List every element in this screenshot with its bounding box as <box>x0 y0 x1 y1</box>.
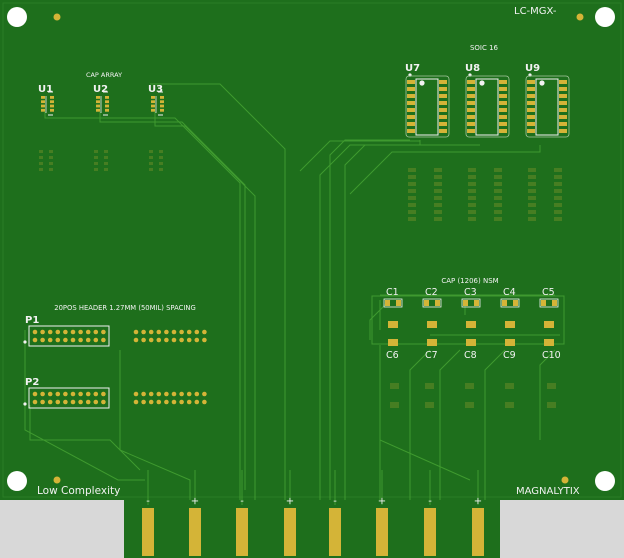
cap-array-title: CAP ARRAY <box>86 71 122 79</box>
svg-text:C8: C8 <box>464 350 477 361</box>
svg-text:C4: C4 <box>503 287 516 298</box>
svg-text:P1: P1 <box>25 315 39 326</box>
svg-text:-: - <box>146 496 150 507</box>
edge-finger: - <box>329 496 341 556</box>
cap-array-u2: U2 <box>93 84 109 116</box>
mounting-holes <box>7 7 615 491</box>
edge-finger: + <box>376 496 388 556</box>
svg-text:+: + <box>286 496 294 507</box>
cap-c7: C7 <box>425 321 438 361</box>
cap-array-u3: U3 <box>148 84 164 116</box>
bottom-left-label: Low Complexity <box>37 485 120 497</box>
cap-c8: C8 <box>464 321 477 361</box>
svg-text:U1: U1 <box>38 84 53 95</box>
fiducials <box>53 13 584 484</box>
backside-footprints <box>39 150 562 408</box>
cap-c10: C10 <box>542 321 561 361</box>
cap-1206-title: CAP (1206) NSM <box>441 277 498 285</box>
copper-traces <box>24 83 560 505</box>
cap-c5: C5 <box>539 287 559 308</box>
header-p1: P1 <box>23 315 207 347</box>
cap-array-u1: U1 <box>38 84 54 116</box>
cap-c6: C6 <box>386 321 399 361</box>
svg-text:U3: U3 <box>148 84 163 95</box>
svg-text:+: + <box>474 496 482 507</box>
edge-finger: + <box>284 496 296 556</box>
soic-u7: U7 <box>405 63 450 138</box>
svg-text:-: - <box>333 496 337 507</box>
soic-u9: U9 <box>525 63 570 138</box>
svg-text:U2: U2 <box>93 84 108 95</box>
svg-text:C6: C6 <box>386 350 399 361</box>
svg-text:+: + <box>191 496 199 507</box>
svg-text:C1: C1 <box>386 287 399 298</box>
edge-finger: - <box>236 496 248 556</box>
svg-text:C5: C5 <box>542 287 555 298</box>
cap-c3: C3 <box>461 287 481 308</box>
cap-c1: C1 <box>383 287 403 308</box>
bottom-right-label: MAGNALYTIX <box>516 486 580 497</box>
svg-text:C7: C7 <box>425 350 438 361</box>
header-p2: P2 <box>23 377 207 409</box>
header-title: 20POS HEADER 1.27MM (50MIL) SPACING <box>54 304 195 312</box>
cap-c2: C2 <box>422 287 442 308</box>
svg-text:P2: P2 <box>25 377 39 388</box>
top-right-label: LC-MGX- <box>514 6 557 17</box>
cap-c4: C4 <box>500 287 520 308</box>
svg-text:+: + <box>378 496 386 507</box>
edge-finger: + <box>472 496 484 556</box>
soic-title: SOIC 16 <box>470 44 499 52</box>
svg-text:C3: C3 <box>464 287 477 298</box>
cap-array-section: CAP ARRAY U1 U2 U3 <box>38 71 164 116</box>
svg-text:U8: U8 <box>465 63 480 74</box>
svg-text:C10: C10 <box>542 350 561 361</box>
svg-text:U9: U9 <box>525 63 540 74</box>
edge-connector: - + - + - + - + <box>142 496 484 556</box>
svg-text:U7: U7 <box>405 63 420 74</box>
soic-section: SOIC 16 U7 U8 U9 <box>405 44 570 138</box>
soic-u8: U8 <box>465 63 510 138</box>
svg-text:-: - <box>240 496 244 507</box>
edge-finger: + <box>189 496 201 556</box>
cap-c9: C9 <box>503 321 516 361</box>
svg-text:C2: C2 <box>425 287 438 298</box>
svg-text:C9: C9 <box>503 350 516 361</box>
svg-text:-: - <box>428 496 432 507</box>
edge-finger: - <box>142 496 154 556</box>
edge-finger: - <box>424 496 436 556</box>
